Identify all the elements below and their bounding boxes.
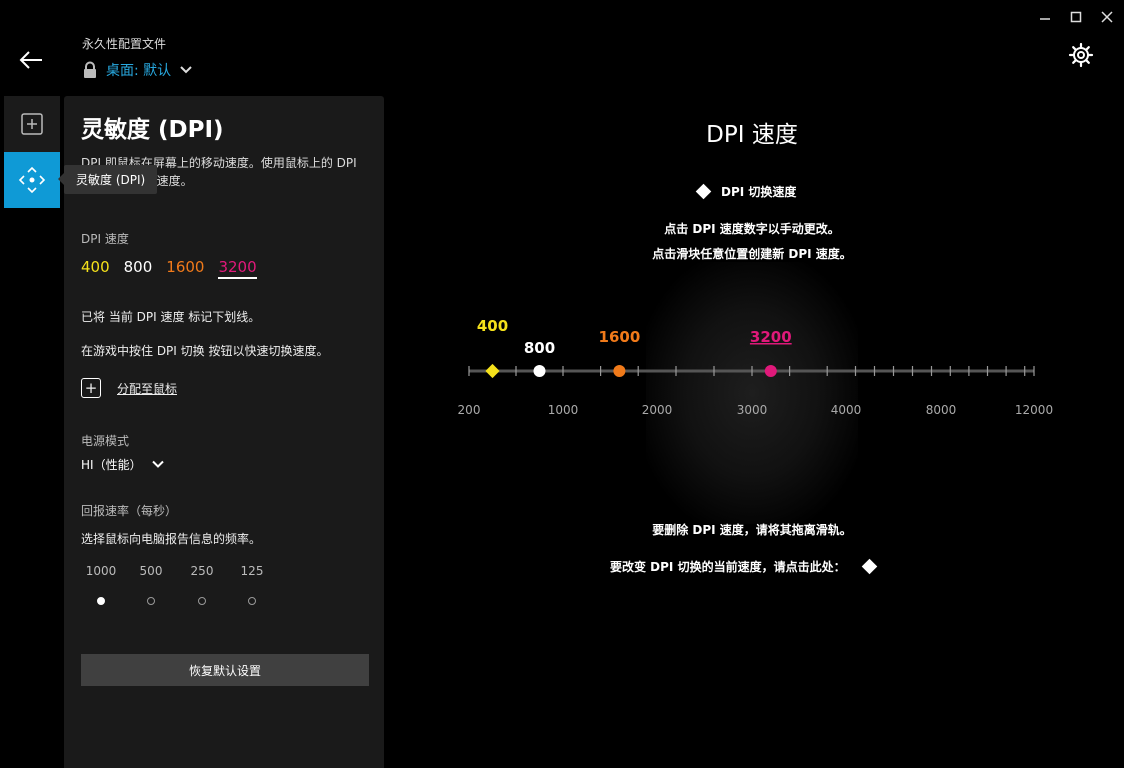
panel-title: 灵敏度 (DPI) (81, 117, 224, 143)
maximize-button[interactable] (1066, 8, 1086, 26)
dpi-marker-800[interactable] (533, 365, 546, 377)
profile-selector[interactable]: 桌面: 默认 (82, 60, 193, 80)
dpi-switch-hint: 要改变 DPI 切换的当前速度，请点击此处： (610, 558, 877, 575)
add-icon (21, 113, 43, 135)
dpi-marker-label-1600[interactable]: 1600 (599, 328, 641, 346)
minimize-icon (1040, 18, 1050, 20)
report-rate-option-1000[interactable]: 1000 (76, 564, 126, 605)
dpi-tooltip: 灵敏度 (DPI) (57, 165, 158, 194)
dpi-switch-legend: DPI 切换速度 (695, 183, 797, 200)
hint-click-slider: 点击滑块任意位置创建新 DPI 速度。 (652, 247, 852, 261)
profile-name: 桌面: 默认 (106, 63, 172, 79)
dpi-marker-label-400[interactable]: 400 (477, 317, 508, 335)
report-rate-option-250[interactable]: 250 (177, 564, 227, 605)
report-rate-option-500[interactable]: 500 (126, 564, 176, 605)
rail-add-button[interactable] (4, 96, 60, 152)
power-mode-label: 电源模式 (81, 434, 130, 448)
power-mode-value: HI（性能） (81, 458, 142, 472)
dpi-value-800[interactable]: 800 (123, 258, 153, 276)
close-button[interactable] (1097, 8, 1117, 26)
dpi-value-1600[interactable]: 1600 (166, 258, 205, 276)
minimize-button[interactable] (1035, 8, 1055, 26)
close-icon (1101, 11, 1113, 23)
report-rate-value: 1000 (85, 564, 117, 578)
radio-icon[interactable] (198, 597, 206, 605)
maximize-icon (1070, 11, 1082, 23)
dpi-marker-label-800[interactable]: 800 (524, 339, 555, 357)
dpi-marker-1600[interactable] (613, 365, 626, 377)
report-rate-description: 选择鼠标向电脑报告信息的频率。 (81, 532, 262, 546)
restore-defaults-button[interactable]: 恢复默认设置 (81, 654, 369, 686)
dpi-switch-legend-label: DPI 切换速度 (721, 185, 797, 199)
diamond-icon (695, 183, 712, 200)
slider-axis-label: 8000 (926, 403, 957, 417)
report-rate-value: 125 (240, 564, 264, 578)
assign-to-mouse-label: 分配至鼠标 (117, 381, 178, 396)
power-mode-dropdown[interactable]: HI（性能） (81, 456, 164, 473)
dpi-value-400[interactable]: 400 (81, 258, 110, 276)
lock-icon (84, 61, 96, 78)
back-button[interactable] (18, 48, 46, 72)
back-arrow-icon (19, 51, 42, 69)
report-rate-label: 回报速率（每秒） (81, 504, 178, 518)
slider-axis-label: 200 (458, 403, 481, 417)
dpi-values-list: 400 800 1600 3200 (81, 258, 257, 279)
chevron-down-icon (180, 66, 192, 74)
rail-dpi-button[interactable] (4, 152, 60, 208)
radio-icon[interactable] (248, 597, 256, 605)
hint-delete: 要删除 DPI 速度，请将其拖离滑轨。 (652, 523, 852, 537)
mouse-silhouette-background (646, 262, 858, 524)
dpi-marker-400[interactable] (485, 363, 500, 379)
hint-switch-text: 要改变 DPI 切换的当前速度，请点击此处： (610, 560, 846, 574)
dpi-switch-note: 在游戏中按住 DPI 切换 按钮以快速切换速度。 (81, 344, 329, 358)
slider-axis-label: 12000 (1015, 403, 1053, 417)
hint-click-number: 点击 DPI 速度数字以手动更改。 (664, 222, 840, 236)
gear-icon (1068, 42, 1094, 68)
main-title: DPI 速度 (706, 122, 798, 148)
dpi-switch-set-button[interactable] (861, 558, 877, 575)
assign-to-mouse-button[interactable]: + 分配至鼠标 (81, 378, 177, 398)
report-rate-value: 500 (139, 564, 163, 578)
dpi-speed-label: DPI 速度 (81, 232, 129, 246)
underline-note: 已将 当前 DPI 速度 标记下划线。 (81, 310, 261, 324)
settings-button[interactable] (1068, 42, 1094, 68)
dpi-move-icon (18, 166, 46, 194)
add-square-icon: + (81, 378, 101, 398)
chevron-down-icon (151, 460, 164, 468)
profile-title: 永久性配置文件 (82, 37, 167, 51)
report-rate-value: 250 (190, 564, 214, 578)
dpi-settings-panel: 灵敏度 (DPI) DPI 即鼠标在屏幕上的移动速度。使用鼠标上的 DPI 按钮… (64, 96, 384, 768)
radio-selected-icon[interactable] (97, 597, 105, 605)
radio-icon[interactable] (147, 597, 155, 605)
dpi-value-3200[interactable]: 3200 (218, 258, 257, 279)
report-rate-option-125[interactable]: 125 (227, 564, 277, 605)
slider-axis-label: 1000 (548, 403, 579, 417)
